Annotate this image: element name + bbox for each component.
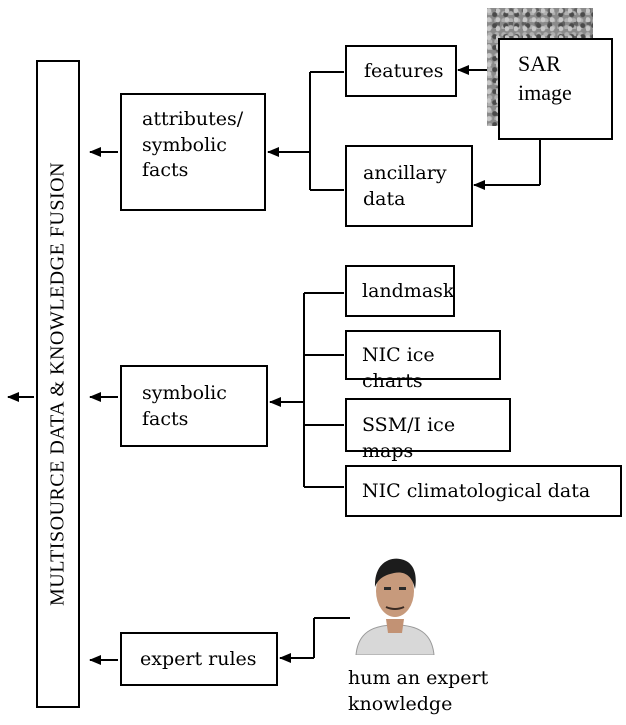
expert-rules-label: expert rules xyxy=(140,648,257,670)
source-nic-climatological-data-label: NIC climatological data xyxy=(362,480,591,502)
symbolic-line-2: facts xyxy=(142,407,189,430)
source-nic-ice-charts-label: NIC ice charts xyxy=(362,344,435,392)
human-line-2: knowledge xyxy=(348,692,453,715)
sar-image-box: SAR image xyxy=(498,38,613,140)
fusion-label: MULTISOURCE DATA & KNOWLEDGE FUSION xyxy=(46,161,69,607)
human-expert-caption: hum an expert knowledge xyxy=(348,666,488,717)
symbolic-facts-box: symbolic facts xyxy=(120,365,268,447)
ancillary-line-1: ancillary xyxy=(363,162,447,184)
human-expert-portrait xyxy=(355,558,435,655)
features-label: features xyxy=(364,60,444,82)
symbolic-line-1: symbolic xyxy=(142,382,227,404)
source-nic-climatological-data: NIC climatological data xyxy=(345,465,622,517)
attributes-line-3: facts xyxy=(142,159,189,182)
fusion-box: MULTISOURCE DATA & KNOWLEDGE FUSION xyxy=(36,60,80,708)
sar-line-1: SAR xyxy=(518,51,561,76)
ancillary-box: ancillary data xyxy=(345,145,473,227)
attributes-box: attributes/ symbolic facts xyxy=(120,93,266,211)
sar-line-2: image xyxy=(518,79,572,105)
source-ssmi-ice-maps-label: SSM/I ice maps xyxy=(362,414,456,462)
features-box: features xyxy=(345,45,457,97)
expert-rules-box: expert rules xyxy=(120,632,278,686)
source-ssmi-ice-maps: SSM/I ice maps xyxy=(345,398,511,462)
human-line-1: hum an expert xyxy=(348,667,489,689)
attributes-line-2: symbolic xyxy=(142,133,227,156)
source-nic-ice-charts: NIC ice charts xyxy=(345,330,501,392)
attributes-line-1: attributes/ xyxy=(142,108,244,130)
source-landmask: landmask xyxy=(345,265,455,317)
source-landmask-label: landmask xyxy=(362,280,455,302)
ancillary-line-2: data xyxy=(363,187,406,210)
